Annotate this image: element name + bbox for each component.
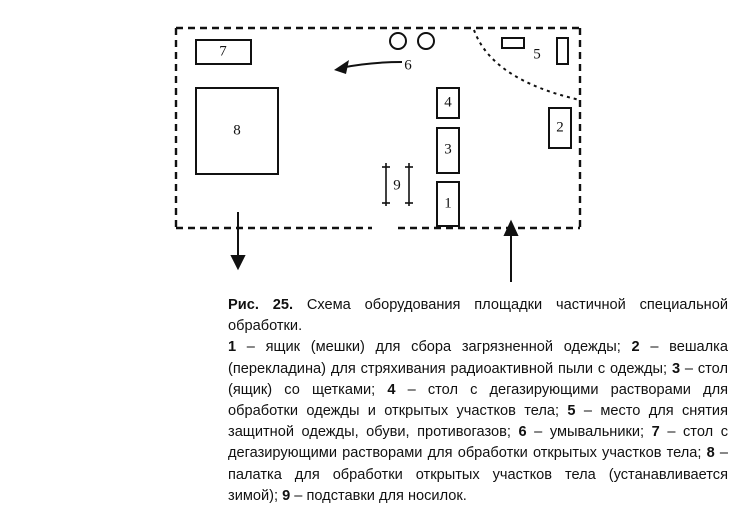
legend-text: – стол с дегазирующими растворами для об… <box>228 381 728 420</box>
label-4: 4 <box>444 94 452 111</box>
caption-legend: 1 – ящик (мешки) для сбора загрязненной … <box>228 337 728 507</box>
label-7: 7 <box>219 43 227 60</box>
item-1-box <box>436 181 460 227</box>
legend-text: – место для снятия защитной одежды, обув… <box>228 403 728 441</box>
label-6: 6 <box>404 57 412 74</box>
legend-num: 3 <box>671 360 681 377</box>
label-2: 2 <box>556 119 564 136</box>
item-7-box <box>195 39 252 65</box>
legend-num: 4 <box>387 381 396 398</box>
legend-text: – подставки для носилок. <box>290 487 467 504</box>
legend-num: 8 <box>706 445 715 462</box>
legend-text: – стол с дегазирующими растворами для об… <box>228 424 728 462</box>
label-3: 3 <box>444 141 452 158</box>
legend-num: 7 <box>651 424 660 441</box>
figure-caption: Рис. 25. Схема оборудования площадки час… <box>228 295 728 507</box>
label-5: 5 <box>533 46 541 63</box>
caption-title: Схема оборудования площадки частичной сп… <box>228 297 728 335</box>
legend-text: – умывальники; <box>526 424 652 441</box>
label-1: 1 <box>444 195 452 212</box>
legend-text: – вешалка (перекладина) для стряхивания … <box>228 339 728 377</box>
washbasin-2 <box>417 32 435 50</box>
flow-arrow-head <box>334 60 349 74</box>
item-5-box-tall <box>556 37 569 65</box>
legend-num: 5 <box>567 403 576 420</box>
legend-num: 9 <box>282 487 291 504</box>
item-8-box <box>195 87 279 175</box>
curved-partition <box>473 29 581 101</box>
caption-title-line: Рис. 25. Схема оборудования площадки час… <box>228 295 728 337</box>
legend-num: 1 <box>228 339 237 356</box>
label-9: 9 <box>393 177 401 194</box>
caption-prefix: Рис. 25. <box>228 297 294 313</box>
item-3-box <box>436 127 460 174</box>
flow-arrow-curve <box>339 61 403 69</box>
item-5-box-small <box>501 37 525 49</box>
legend-num: 6 <box>518 424 527 441</box>
label-8: 8 <box>233 122 241 139</box>
legend-num: 2 <box>631 339 640 356</box>
washbasin-1 <box>389 32 407 50</box>
item-2-box <box>548 107 572 149</box>
equipment-diagram <box>174 26 582 282</box>
item-4-box <box>436 87 460 119</box>
legend-text: – ящик (мешки) для сбора загрязненной од… <box>236 339 632 356</box>
legend-text: – стол (ящик) со щетками; <box>228 360 728 398</box>
